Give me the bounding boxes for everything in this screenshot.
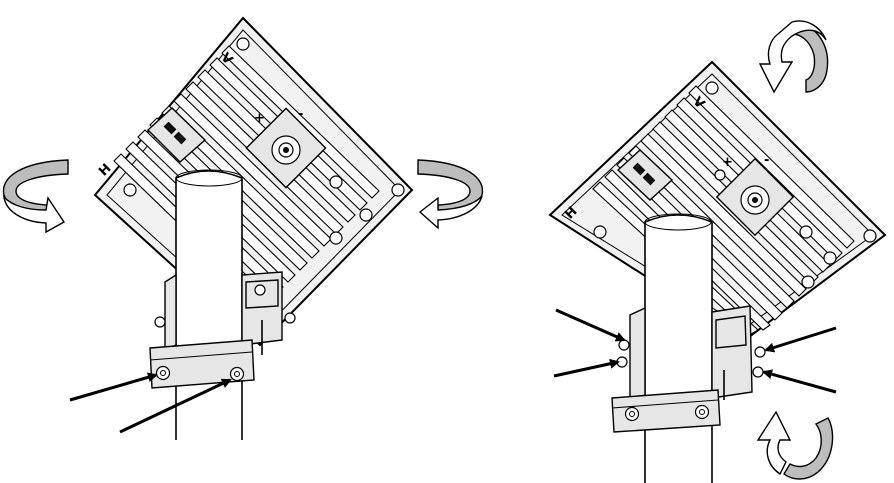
right-bracket-bolt-left-2	[617, 357, 627, 367]
left-clamp-nut-2	[231, 368, 244, 381]
right-pointer-arrow-2	[554, 362, 618, 376]
right-corner-screw-top	[706, 82, 718, 94]
left-rotation-arrow-left	[4, 160, 68, 232]
left-minus-marking: -	[298, 107, 303, 122]
left-clamp-nut-1	[157, 367, 170, 380]
right-minus-marking: -	[764, 153, 769, 168]
right-pointer-arrow-1	[556, 310, 624, 340]
left-panel: V H + -	[4, 18, 483, 440]
right-bracket-bolt-right-1	[755, 347, 765, 357]
right-bracket-bolt-left-1	[619, 340, 629, 350]
left-corner-screw-top	[237, 38, 249, 50]
right-corner-screw-right	[864, 230, 876, 242]
right-bracket-bolt-right-2	[753, 367, 763, 377]
right-rotation-arrow-bottom	[758, 412, 833, 479]
right-plus-marking: +	[722, 155, 733, 170]
right-antenna-panel: V H + -	[550, 62, 885, 340]
left-plus-marking: +	[254, 111, 265, 126]
right-mast-pole	[645, 214, 712, 483]
right-panel: V H + -	[550, 21, 885, 483]
right-rotation-arrow-top	[760, 21, 828, 92]
right-pointer-arrow-3	[766, 328, 836, 350]
left-corner-screw-right	[392, 184, 404, 196]
left-pointer-arrow-1	[70, 375, 156, 400]
right-pointer-arrow-4	[764, 372, 836, 392]
left-rotation-arrow-right	[418, 160, 482, 228]
